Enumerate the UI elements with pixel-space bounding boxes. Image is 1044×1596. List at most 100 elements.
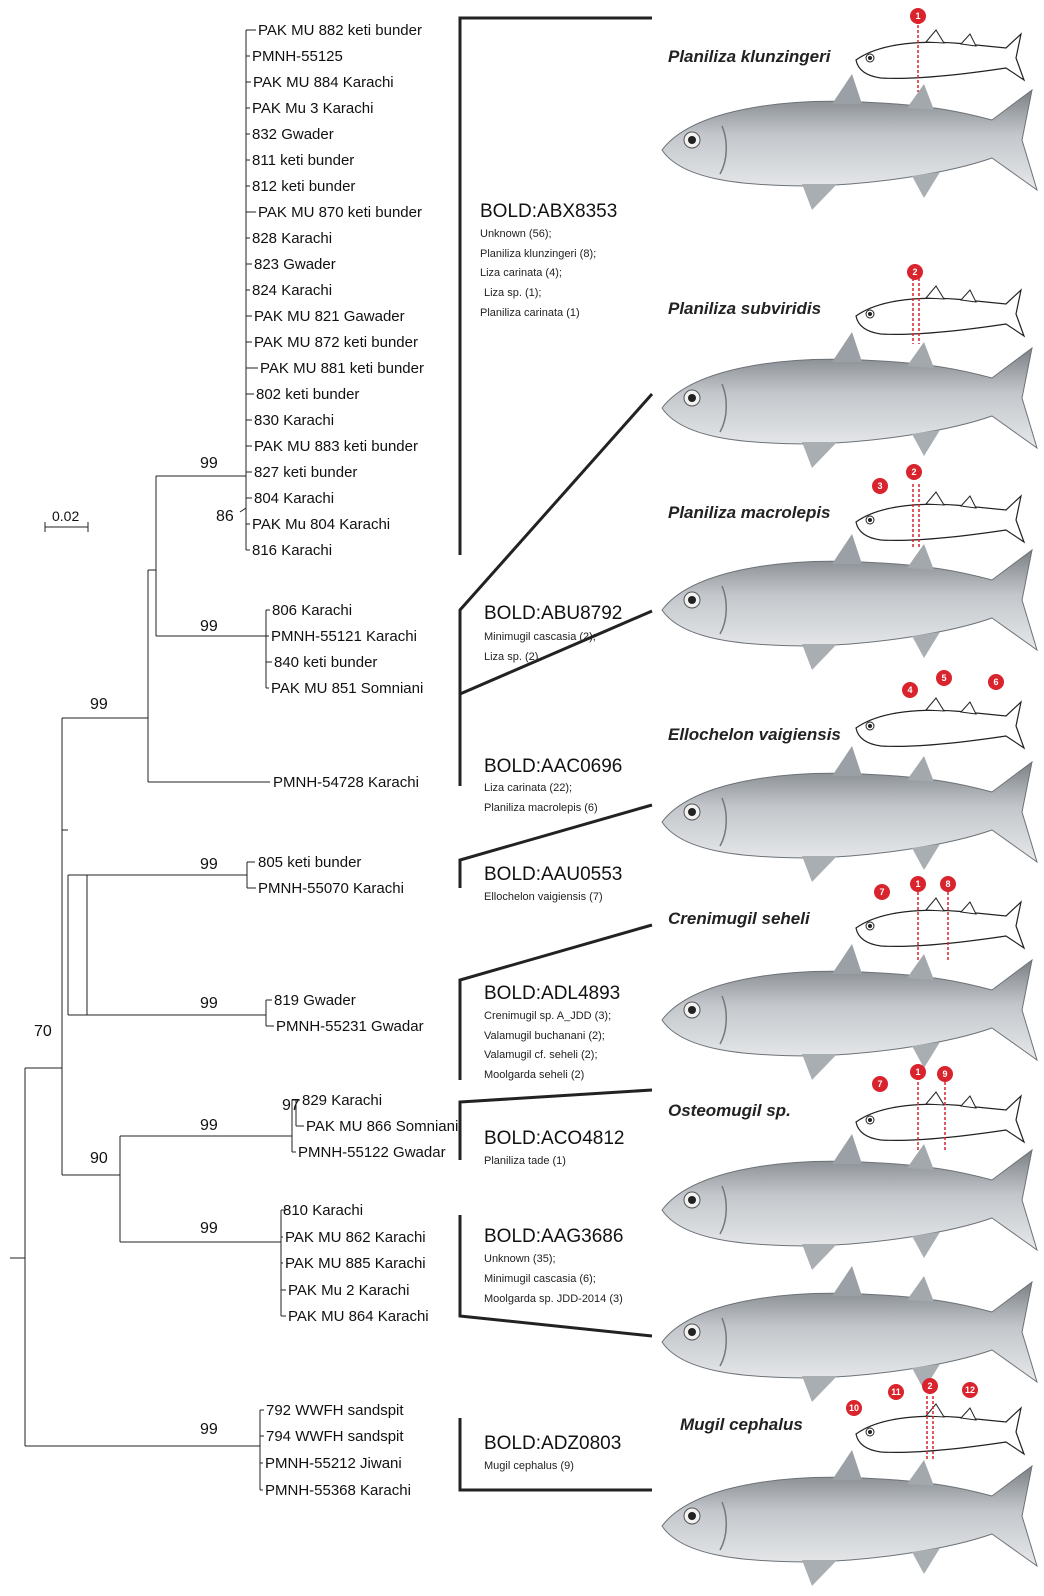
leaf-label: PMNH-55070 Karachi xyxy=(258,880,404,897)
leaf-label: PAK MU 821 Gawader xyxy=(254,308,405,325)
bin-ABX8353: BOLD:ABX8353 Unknown (56); Planiliza klu… xyxy=(480,201,617,319)
marker: 1 xyxy=(910,1064,926,1080)
leaf-label: 816 Karachi xyxy=(252,542,332,559)
fish-photo-crenimugil-seheli xyxy=(662,944,1037,1080)
fish-photo-osteomugil-sp-1 xyxy=(662,1134,1037,1270)
leaf-label: 802 keti bunder xyxy=(256,386,359,403)
marker: 3 xyxy=(872,478,888,494)
fish-photo-planiliza-subviridis xyxy=(662,332,1037,468)
leaf-label: 823 Gwader xyxy=(254,256,336,273)
support-values: 99 86 99 99 99 99 70 97 99 90 99 99 xyxy=(34,455,300,1438)
bin-species: Planiliza klunzingeri (8); xyxy=(480,248,596,260)
support-value: 99 xyxy=(200,1220,218,1237)
leaf-label: PMNH-54728 Karachi xyxy=(273,774,419,791)
bin-species: Unknown (56); xyxy=(480,228,552,240)
leaf-label: PAK MU 864 Karachi xyxy=(288,1308,429,1325)
leaf-label: PMNH-55122 Gwadar xyxy=(298,1144,446,1161)
bin-ADL4893: BOLD:ADL4893 Crenimugil sp. A_JDD (3); V… xyxy=(484,983,620,1081)
bin-species: Liza carinata (4); xyxy=(480,267,562,279)
leaf-labels: PAK MU 882 keti bunder PMNH-55125 PAK MU… xyxy=(252,22,458,1499)
leaf-label: PAK MU 862 Karachi xyxy=(285,1229,426,1246)
bin-AAG3686: BOLD:AAG3686 Unknown (35); Minimugil cas… xyxy=(484,1226,623,1305)
marker: 2 xyxy=(907,264,923,280)
leaf-label: 832 Gwader xyxy=(252,126,334,143)
svg-text:1: 1 xyxy=(915,1067,920,1077)
marker: 4 xyxy=(902,682,918,698)
fish-sketch xyxy=(856,698,1024,748)
leaf-label: PAK MU 884 Karachi xyxy=(253,74,394,91)
bin-code: BOLD:AAG3686 xyxy=(484,1226,623,1247)
bin-species: Minimugil cascasia (2); xyxy=(484,631,596,643)
species-name: Mugil cephalus xyxy=(680,1415,803,1434)
svg-text:11: 11 xyxy=(891,1387,901,1397)
fish-sketch xyxy=(856,492,1024,542)
support-value: 99 xyxy=(200,1117,218,1134)
leaf-label: PMNH-55121 Karachi xyxy=(271,628,417,645)
marker: 7 xyxy=(874,884,890,900)
leaf-label: 830 Karachi xyxy=(254,412,334,429)
bin-species: Moolgarda seheli (2) xyxy=(484,1069,584,1081)
fish-sketch xyxy=(856,30,1024,80)
leaf-label: 810 Karachi xyxy=(283,1202,363,1219)
fish-sketch xyxy=(856,898,1024,948)
bin-code: BOLD:ABX8353 xyxy=(480,201,617,222)
fish-sketch xyxy=(856,1092,1024,1142)
leaf-label: PAK MU 881 keti bunder xyxy=(260,360,424,377)
bin-species: Minimugil cascasia (6); xyxy=(484,1273,596,1285)
bin-code: BOLD:ACO4812 xyxy=(484,1128,624,1149)
bin-AAU0553: BOLD:AAU0553 Ellochelon vaigiensis (7) xyxy=(484,864,622,903)
scale-bar: 0.02 xyxy=(45,508,88,532)
svg-text:5: 5 xyxy=(941,673,946,683)
marker: 8 xyxy=(940,876,956,892)
support-value: 99 xyxy=(200,455,218,472)
marker: 11 xyxy=(888,1384,904,1400)
support-value: 86 xyxy=(216,508,234,525)
tree-branches xyxy=(10,30,304,1490)
bin-species: Planiliza carinata (1) xyxy=(480,307,580,319)
bin-code: BOLD:ADL4893 xyxy=(484,983,620,1004)
marker: 2 xyxy=(906,464,922,480)
marker: 2 xyxy=(922,1378,938,1394)
species-name: Crenimugil seheli xyxy=(668,909,811,928)
leaf-label: PAK Mu 3 Karachi xyxy=(252,100,373,117)
svg-text:12: 12 xyxy=(965,1385,975,1395)
leaf-label: 812 keti bunder xyxy=(252,178,355,195)
leaf-label: PAK MU 872 keti bunder xyxy=(254,334,418,351)
fish-photo-osteomugil-sp-2 xyxy=(662,1266,1037,1402)
bin-species: Planiliza tade (1) xyxy=(484,1155,566,1167)
leaf-label: PAK Mu 2 Karachi xyxy=(288,1282,409,1299)
support-value: 70 xyxy=(34,1023,52,1040)
bin-AAC0696: BOLD:AAC0696 Liza carinata (22); Planili… xyxy=(484,756,622,814)
marker: 1 xyxy=(910,8,926,24)
leaf-label: 829 Karachi xyxy=(302,1092,382,1109)
support-value: 99 xyxy=(200,618,218,635)
bin-species: Liza sp. (1); xyxy=(484,287,541,299)
scale-bar-label: 0.02 xyxy=(52,508,79,524)
marker: 12 xyxy=(962,1382,978,1398)
leaf-label: PAK MU 882 keti bunder xyxy=(258,22,422,39)
leaf-label: 840 keti bunder xyxy=(274,654,377,671)
svg-text:2: 2 xyxy=(927,1381,932,1391)
svg-text:2: 2 xyxy=(912,267,917,277)
bin-species: Unknown (35); xyxy=(484,1253,556,1265)
bin-species: Moolgarda sp. JDD-2014 (3) xyxy=(484,1293,623,1305)
leaf-label: 806 Karachi xyxy=(272,602,352,619)
bin-species: Valamugil buchanani (2); xyxy=(484,1030,605,1042)
leaf-label: PMNH-55125 xyxy=(252,48,343,65)
leaf-label: 804 Karachi xyxy=(254,490,334,507)
leaf-label: PAK MU 851 Somniani xyxy=(271,680,423,697)
bin-species: Ellochelon vaigiensis (7) xyxy=(484,891,603,903)
support-value: 99 xyxy=(200,995,218,1012)
bin-species: Crenimugil sp. A_JDD (3); xyxy=(484,1010,611,1022)
bin-ADZ0803: BOLD:ADZ0803 Mugil cephalus (9) xyxy=(484,1433,621,1472)
leaf-label: 828 Karachi xyxy=(252,230,332,247)
leaf-label: 805 keti bunder xyxy=(258,854,361,871)
svg-text:2: 2 xyxy=(911,467,916,477)
marker: 1 xyxy=(910,876,926,892)
fish-photo-mugil-cephalus xyxy=(662,1450,1037,1586)
bin-species: Liza sp. (2) xyxy=(484,651,538,663)
leaf-label: 824 Karachi xyxy=(252,282,332,299)
svg-text:7: 7 xyxy=(879,887,884,897)
leaf-label: PAK Mu 804 Karachi xyxy=(252,516,390,533)
bin-ACO4812: BOLD:ACO4812 Planiliza tade (1) xyxy=(484,1128,624,1167)
